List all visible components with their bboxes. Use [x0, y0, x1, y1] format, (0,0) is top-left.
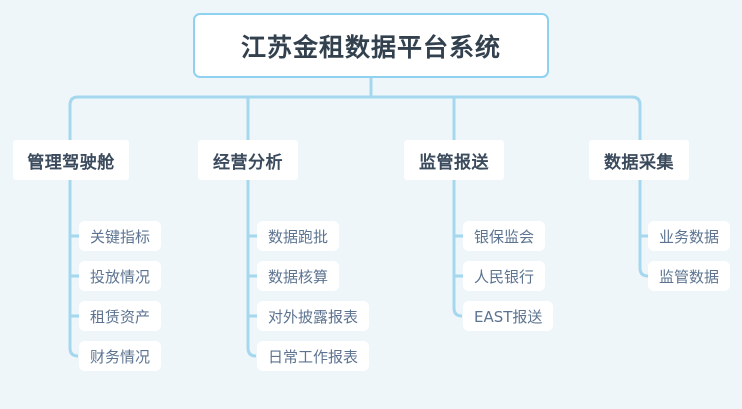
branch-node-data-collection[interactable]: 数据采集 — [589, 140, 689, 180]
leaf-node[interactable]: 财务情况 — [79, 341, 162, 371]
leaf-node[interactable]: EAST报送 — [463, 301, 554, 331]
leaf-node[interactable]: 租赁资产 — [79, 301, 162, 331]
leaf-node[interactable]: 监管数据 — [648, 261, 731, 291]
spine-branch-0 — [68, 180, 79, 358]
spine-branch-3 — [638, 180, 649, 278]
leaf-node[interactable]: 关键指标 — [79, 221, 162, 251]
leaf-node[interactable]: 人民银行 — [463, 261, 546, 291]
bus-left — [68, 95, 371, 140]
leaf-node[interactable]: 业务数据 — [648, 221, 731, 251]
spine-branch-1 — [246, 180, 257, 358]
branch-node-business-analysis[interactable]: 经营分析 — [198, 140, 298, 180]
root-node[interactable]: 江苏金租数据平台系统 — [193, 13, 549, 78]
leaf-node[interactable]: 日常工作报表 — [257, 341, 370, 371]
leaf-node[interactable]: 对外披露报表 — [257, 301, 370, 331]
leaf-node[interactable]: 银保监会 — [463, 221, 546, 251]
leaf-node[interactable]: 投放情况 — [79, 261, 162, 291]
spine-branch-2 — [452, 180, 463, 318]
leaf-node[interactable]: 数据跑批 — [257, 221, 340, 251]
leaf-node[interactable]: 数据核算 — [257, 261, 340, 291]
bus-right — [371, 95, 642, 140]
branch-node-regulatory-reporting[interactable]: 监管报送 — [404, 140, 504, 180]
branch-node-management-dashboard[interactable]: 管理驾驶舱 — [13, 140, 129, 180]
